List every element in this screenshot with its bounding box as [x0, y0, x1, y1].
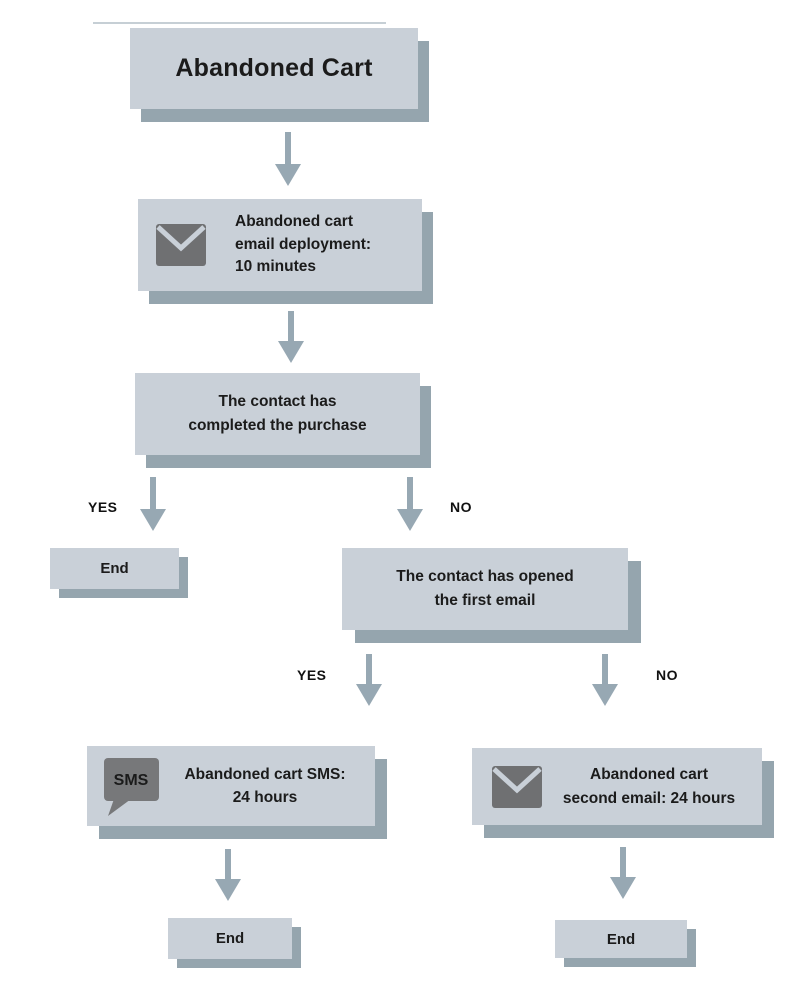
down-arrow-icon: [277, 311, 305, 365]
node-end-label: End: [215, 930, 245, 947]
down-arrow-icon: [396, 477, 424, 531]
node-open-decision-label: The contact has opened the first email: [396, 567, 574, 609]
sms-icon-label: SMS: [114, 772, 149, 789]
branch-label-no: NO: [656, 667, 678, 683]
down-arrow-icon: [591, 654, 619, 708]
node-end-purchase: End: [50, 548, 179, 589]
node-end-label: End: [100, 560, 129, 577]
down-arrow-icon: [609, 847, 637, 901]
down-arrow-icon: [139, 477, 167, 531]
node-sms: SMS Abandoned cart SMS: 24 hours: [87, 746, 375, 826]
branch-label-no: NO: [450, 499, 472, 515]
down-arrow-icon: [214, 849, 242, 903]
email-icon: [492, 764, 542, 810]
down-arrow-icon: [355, 654, 383, 708]
node-second-email-label: Abandoned cart second email: 24 hours: [562, 766, 736, 807]
node-email-deployment: Abandoned cart email deployment: 10 minu…: [138, 199, 422, 291]
branch-label-yes: YES: [88, 499, 118, 515]
node-email-deployment-label: Abandoned cart email deployment: 10 minu…: [235, 213, 372, 276]
node-end-label: End: [606, 930, 636, 948]
node-start: Abandoned Cart: [130, 28, 418, 109]
node-sms-label: Abandoned cart SMS: 24 hours: [184, 765, 346, 806]
node-start-label: Abandoned Cart: [175, 54, 373, 82]
node-open-decision: The contact has opened the first email: [342, 548, 628, 630]
down-arrow-icon: [274, 132, 302, 186]
email-icon: [156, 222, 206, 268]
sms-icon: SMS: [101, 755, 161, 817]
cutoff-element-line: [93, 22, 386, 24]
node-purchase-decision-label: The contact has completed the purchase: [188, 392, 367, 434]
node-end-sms: End: [168, 918, 292, 959]
branch-label-yes: YES: [297, 667, 327, 683]
node-second-email: Abandoned cart second email: 24 hours: [472, 748, 762, 825]
node-purchase-decision: The contact has completed the purchase: [135, 373, 420, 455]
node-end-email: End: [555, 920, 687, 958]
